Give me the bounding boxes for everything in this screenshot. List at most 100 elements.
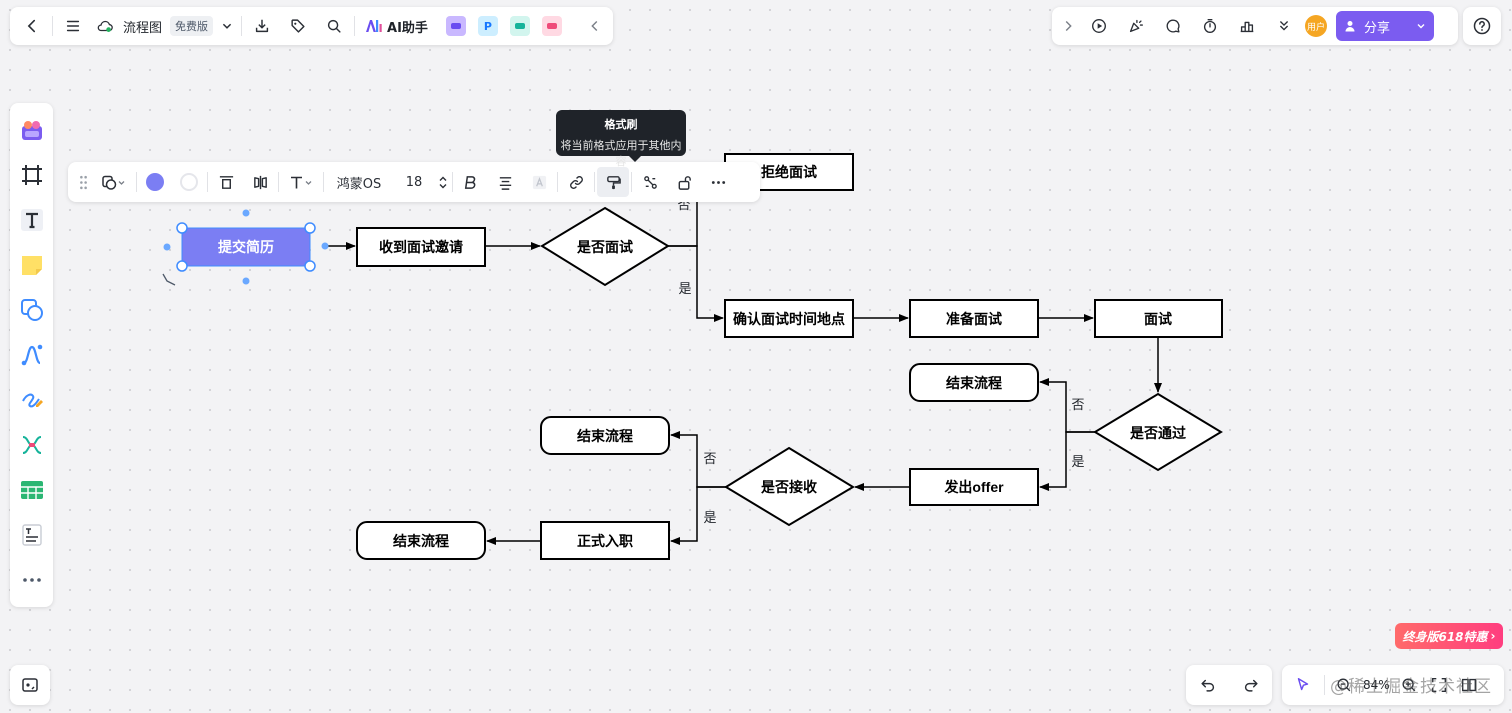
zoom-in-icon[interactable] <box>1398 669 1420 701</box>
edge-accept-to-onboard <box>670 486 726 545</box>
collapse-left-icon[interactable] <box>583 10 607 42</box>
node-reject-label[interactable]: 拒绝面试 <box>761 164 817 180</box>
align-center-icon[interactable] <box>489 167 521 197</box>
shape-tool[interactable] <box>14 287 50 332</box>
promo-banner[interactable]: 终身版618特惠 › <box>1395 623 1503 649</box>
document-tool[interactable] <box>14 512 50 557</box>
more-icon <box>22 577 41 582</box>
node-interview-label[interactable]: 面试 <box>1144 311 1172 327</box>
align-top-icon[interactable] <box>210 167 242 197</box>
node-end-1-label[interactable]: 结束流程 <box>946 375 1002 391</box>
connector-icon <box>21 344 42 365</box>
undo-icon[interactable] <box>1192 669 1224 701</box>
text-style-icon[interactable] <box>281 167 321 197</box>
font-size-input[interactable]: 18 <box>405 174 423 190</box>
sticky-note-tool[interactable] <box>14 242 50 287</box>
node-accept-decision-label[interactable]: 是否接收 <box>761 479 818 495</box>
frame-tool[interactable] <box>14 152 50 197</box>
zoom-level[interactable]: 84% <box>1363 678 1390 692</box>
celebrate-icon[interactable] <box>1120 10 1152 42</box>
border-color-button[interactable] <box>173 167 205 197</box>
left-tool-rail <box>10 103 53 607</box>
connect-point[interactable] <box>163 243 171 251</box>
edge-label-yes: 是 <box>1071 454 1084 469</box>
back-icon[interactable] <box>16 10 48 42</box>
mind-plugin-icon[interactable] <box>541 16 562 36</box>
link-icon[interactable] <box>560 167 592 197</box>
menu-icon[interactable] <box>57 10 89 42</box>
node-onboard-label[interactable]: 正式入职 <box>577 533 633 549</box>
image-plugin-icon[interactable] <box>445 16 466 36</box>
connector-tool[interactable] <box>14 332 50 377</box>
comment-icon[interactable] <box>1157 10 1189 42</box>
select-cursor-icon[interactable] <box>1290 669 1316 701</box>
flip-icon[interactable] <box>244 167 276 197</box>
unlock-icon[interactable] <box>668 167 700 197</box>
avatar[interactable]: 用户 <box>1305 15 1327 37</box>
table-tool[interactable] <box>14 467 50 512</box>
templates-tool[interactable] <box>14 107 50 152</box>
node-end-3-label[interactable]: 结束流程 <box>393 533 449 549</box>
plan-badge[interactable]: 免费版 <box>170 16 214 36</box>
promo-label: 终身版618特惠 <box>1402 629 1488 644</box>
fill-color-swatch <box>146 173 164 191</box>
font-size-stepper-icon[interactable] <box>436 167 450 197</box>
book-icon[interactable] <box>1458 669 1480 701</box>
double-chevron-down-icon[interactable] <box>1268 10 1300 42</box>
node-submit-label[interactable]: 提交简历 <box>218 239 274 255</box>
document-title[interactable]: 流程图 <box>123 20 163 36</box>
rotate-handle-icon[interactable] <box>162 273 176 286</box>
format-painter-icon[interactable] <box>597 167 629 197</box>
text-color-icon[interactable] <box>523 167 555 197</box>
pen-tool[interactable] <box>14 377 50 422</box>
connect-point[interactable] <box>321 242 329 250</box>
node-receive-invite-label[interactable]: 收到面试邀请 <box>379 239 463 255</box>
connect-point[interactable] <box>242 209 250 217</box>
tag-icon[interactable] <box>282 10 314 42</box>
node-end-2-label[interactable]: 结束流程 <box>577 428 633 444</box>
node-offer-label[interactable]: 发出offer <box>943 479 1004 495</box>
plugin-list: P <box>445 16 562 36</box>
share-button[interactable]: 分享 <box>1336 11 1434 41</box>
edge-pass-to-offer <box>1039 431 1095 491</box>
history-controls <box>1186 665 1272 705</box>
document-icon <box>21 523 42 546</box>
connect-point[interactable] <box>242 277 250 285</box>
node-confirm-time-label[interactable]: 确认面试时间地点 <box>733 311 845 327</box>
fill-color-button[interactable] <box>139 167 171 197</box>
drag-handle-icon[interactable] <box>74 167 92 197</box>
resize-handle[interactable] <box>176 260 188 272</box>
help-button[interactable] <box>1463 7 1501 45</box>
p-plugin-icon[interactable]: P <box>477 16 498 36</box>
resize-handle[interactable] <box>304 260 316 272</box>
chevron-down-icon[interactable] <box>217 10 237 42</box>
ai-assistant-button[interactable]: AI助手 <box>359 17 434 36</box>
download-icon[interactable] <box>246 10 278 42</box>
font-family-select[interactable]: 鸿蒙OS <box>336 176 382 192</box>
minimap-button[interactable] <box>10 665 50 705</box>
more-tools[interactable] <box>14 557 50 602</box>
chevron-right-icon: › <box>1490 629 1496 643</box>
node-prepare-label[interactable]: 准备面试 <box>946 311 1002 327</box>
node-interview-decision-label[interactable]: 是否面试 <box>577 239 633 255</box>
resize-handle[interactable] <box>304 222 316 234</box>
fit-screen-icon[interactable] <box>1428 669 1450 701</box>
bold-icon[interactable] <box>455 167 487 197</box>
flow-plugin-icon[interactable] <box>509 16 530 36</box>
timer-icon[interactable] <box>1194 10 1226 42</box>
resize-handle[interactable] <box>176 222 188 234</box>
shape-type-icon[interactable] <box>94 167 134 197</box>
text-tool[interactable] <box>14 197 50 242</box>
frame-icon <box>21 164 42 185</box>
present-play-icon[interactable] <box>1083 10 1115 42</box>
podium-icon[interactable] <box>1231 10 1263 42</box>
zoom-out-icon[interactable] <box>1333 669 1355 701</box>
redo-icon[interactable] <box>1235 669 1267 701</box>
node-pass-decision-label[interactable]: 是否通过 <box>1130 425 1186 441</box>
mind-map-tool[interactable] <box>14 422 50 467</box>
more-options-icon[interactable] <box>702 167 734 197</box>
search-icon[interactable] <box>318 10 350 42</box>
connector-style-icon[interactable] <box>634 167 666 197</box>
expand-right-icon[interactable] <box>1058 10 1078 42</box>
